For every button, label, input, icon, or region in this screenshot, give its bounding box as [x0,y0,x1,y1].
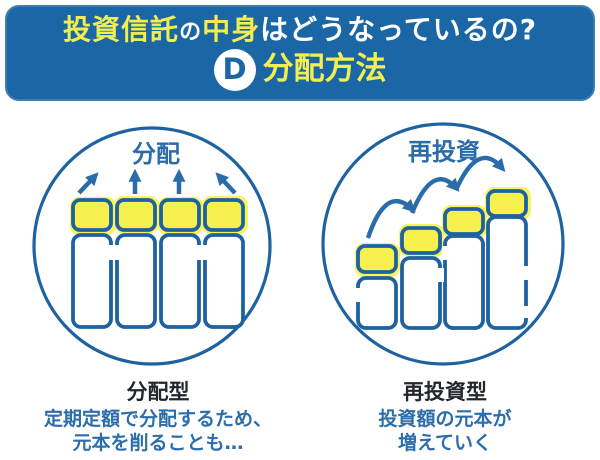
header-title-part1: 投資信託 [63,12,180,46]
header-title-part3: 中身 [202,12,261,46]
reinvestment-diagram: 再投資 [321,122,565,366]
header-title-part4: はどうなっているの? [260,12,537,46]
distribution-arrows-icon [77,168,237,195]
d-badge-icon: D [213,48,256,91]
reinvestment-caption-line2: 増えていく [397,431,493,454]
bar-yellow-top [71,198,245,232]
distribution-caption: 分配型 定期定額で分配するため、 元本を削ることも… [18,379,298,455]
distribution-caption-title: 分配型 [126,380,190,404]
reinvestment-caption-title: 再投資型 [403,380,487,404]
header-title: 投資信託の中身はどうなっているの? [63,12,537,46]
distribution-caption-line1: 定期定額で分配するため、 [43,408,272,431]
header-title-part2: の [179,19,203,45]
distribution-caption-line2: 元本を削ることも… [72,431,244,454]
header-subtitle-row: D 分配方法 [213,48,387,91]
reinvestment-caption-body: 投資額の元本が 増えていく [318,408,572,455]
bar-body [71,233,245,329]
distribution-diagram: 分配 [32,126,272,366]
bar-body [356,215,528,330]
reinvestment-caption: 再投資型 投資額の元本が 増えていく [318,379,572,455]
stroke-breaks [107,245,209,260]
header-banner: 投資信託の中身はどうなっているの? D 分配方法 [5,5,595,101]
header-subtitle: 分配方法 [262,51,387,87]
stroke-breaks [355,246,530,318]
reinvestment-arrows-icon [365,155,506,239]
bar-yellow-top [356,189,528,274]
distribution-caption-body: 定期定額で分配するため、 元本を削ることも… [18,408,298,455]
reinvestment-caption-line1: 投資額の元本が [378,408,512,431]
reinvestment-label: 再投資 [408,138,480,166]
distribution-label: 分配 [132,140,180,168]
